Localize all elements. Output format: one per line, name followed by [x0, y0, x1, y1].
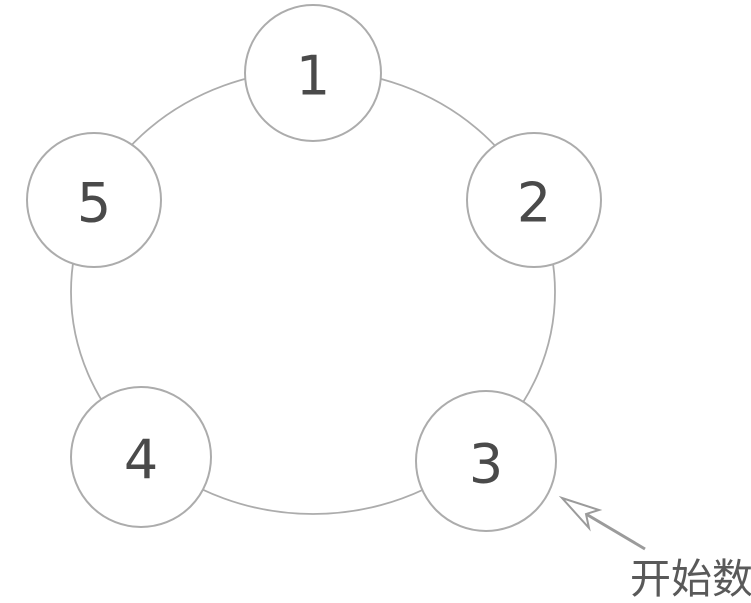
node-2-label: 2 — [517, 172, 551, 235]
node-1-label: 1 — [296, 45, 330, 108]
node-3: 3 — [415, 390, 557, 532]
node-5-circle — [26, 132, 162, 268]
node-5: 5 — [26, 132, 162, 268]
node-3-circle — [415, 390, 557, 532]
node-2: 2 — [466, 132, 602, 268]
node-1-circle — [244, 4, 382, 142]
node-4-circle — [70, 386, 212, 528]
node-3-label: 3 — [469, 433, 503, 496]
arrowhead-icon — [558, 495, 603, 532]
arrow-shaft — [585, 512, 646, 551]
node-2-circle — [466, 132, 602, 268]
node-5-label: 5 — [77, 172, 111, 235]
node-4-label: 4 — [124, 429, 158, 492]
start-arrow — [558, 495, 646, 551]
node-4: 4 — [70, 386, 212, 528]
annotation-label: 开始数 — [630, 555, 751, 603]
node-1: 1 — [244, 4, 382, 142]
